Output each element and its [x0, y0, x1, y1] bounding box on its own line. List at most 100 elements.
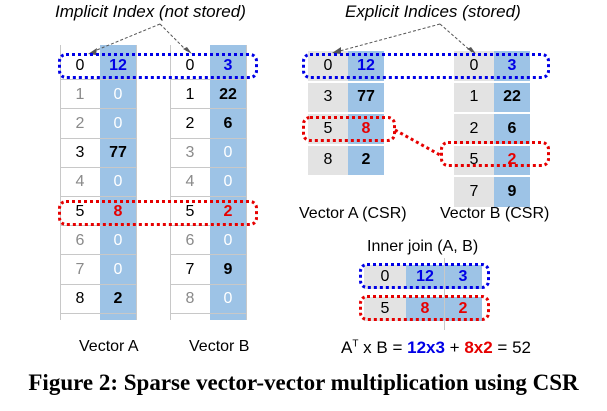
csr_b-value-cell: 6	[507, 119, 517, 137]
csr_b-value-cell: 22	[503, 88, 521, 106]
vector_a-grid-h	[60, 166, 136, 168]
csr_a-value-cell: 8	[361, 119, 371, 137]
formula-term-1: 12x3	[407, 338, 445, 357]
explicit-arrow-b	[439, 23, 473, 53]
vector_a-grid-h	[60, 196, 136, 197]
vector_a-value-cell: 0	[113, 173, 123, 191]
vector_b-index-cell: 2	[185, 114, 195, 132]
vector_b-value-cell: 0	[223, 231, 233, 249]
vector_b-grid-h	[170, 137, 246, 139]
formula-prefix: A	[341, 338, 353, 357]
match-connector-red	[394, 128, 441, 157]
vector_b-grid-h	[170, 108, 246, 110]
csr_b-value-cell: 2	[507, 151, 517, 169]
formula-plus: +	[444, 338, 465, 357]
explicit-arrowhead-a	[332, 47, 341, 54]
vector_a-value-cell: 0	[113, 260, 123, 278]
csr_a-index-cell: 0	[323, 56, 333, 74]
csr_b-value-bg	[494, 177, 530, 207]
vector_b-index-cell: 0	[185, 56, 195, 74]
csr-row-0-highlight	[302, 53, 550, 79]
csr_b-value-bg	[494, 145, 530, 175]
vector_a-index-cell: 2	[75, 114, 85, 132]
dot-product-formula: AT x B = 12x3 + 8x2 = 52	[341, 338, 531, 358]
dense-row-5-highlight	[58, 200, 258, 226]
join-a-value-cell: 8	[420, 300, 430, 317]
csr_a-index-cell: 3	[323, 88, 333, 106]
csr_b-index-cell: 5	[469, 151, 479, 169]
vector_a-grid-v-right	[136, 45, 137, 320]
csr_a-value-cell: 12	[357, 56, 375, 74]
figure-caption: Figure 2: Sparse vector-vector multiplic…	[28, 370, 579, 395]
vector_a-grid-h	[60, 254, 136, 256]
vector_a-grid-h	[60, 79, 136, 81]
csr_a-value-cell: 77	[357, 88, 375, 106]
vector_b-index-cell: 1	[185, 85, 195, 103]
csr_b-value-bg	[494, 114, 530, 144]
explicit-indices-heading: Explicit Indices (stored)	[345, 2, 521, 21]
vector_a-grid-v-left	[60, 45, 61, 320]
csr_a-value-bg	[348, 82, 384, 112]
join-index-bg	[364, 265, 406, 289]
vector_b-grid-h	[170, 166, 246, 168]
formula-mid: x B =	[358, 338, 408, 357]
formula-result: = 52	[492, 338, 531, 357]
join-index-cell: 5	[380, 300, 390, 317]
csr_a-index-cell: 5	[323, 119, 333, 137]
vector_b-grid-h	[170, 254, 246, 256]
csr_a-value-bg	[348, 145, 384, 175]
vector_a-grid-h	[60, 283, 136, 285]
vector_b-grid-h	[170, 283, 246, 285]
vector_b-value-cell: 2	[223, 202, 233, 220]
csr_a-index-bg	[308, 145, 348, 175]
formula-term-2: 8x2	[464, 338, 493, 357]
join-row-0-highlight	[359, 263, 490, 289]
vector_a-grid-h	[60, 108, 136, 110]
csr_b-index-cell: 1	[469, 88, 479, 106]
vector_b-index-cell: 7	[185, 260, 195, 278]
vector_b-index-cell: 4	[185, 173, 195, 191]
csr_b-index-bg	[454, 177, 494, 207]
csr_b-index-bg	[454, 145, 494, 175]
vector_a-value-cell: 0	[113, 231, 123, 249]
vector_b-index-cell: 5	[185, 202, 195, 220]
vector_a-index-cell: 4	[75, 173, 85, 191]
vector_a-grid-h	[60, 137, 136, 139]
vector_a-index-cell: 6	[75, 231, 85, 249]
csr_b-index-cell: 2	[469, 119, 479, 137]
csr_a-value-cell: 2	[361, 151, 371, 169]
csr_b-index-cell: 7	[469, 182, 479, 200]
csr_a-index-bg	[308, 82, 348, 112]
csr-a-row-5-highlight	[302, 116, 396, 142]
vector-b-csr-label: Vector B (CSR)	[440, 205, 550, 222]
vector_b-index-cell: 6	[185, 231, 195, 249]
vector_a-index-cell: 1	[75, 85, 85, 103]
vector_b-value-cell: 0	[223, 290, 233, 308]
dense-row-0-highlight	[58, 53, 258, 79]
join-b-value-cell: 3	[458, 268, 468, 285]
csr_b-value-bg	[494, 82, 530, 112]
join-index-bg	[364, 297, 406, 321]
join-grid-v	[444, 258, 445, 330]
join-index-cell: 0	[380, 268, 390, 285]
vector-a-csr-label: Vector A (CSR)	[299, 205, 407, 222]
vector_b-grid-v-left	[170, 45, 171, 320]
csr_b-index-cell: 0	[469, 56, 479, 74]
vector_b-value-column-bg	[210, 45, 246, 320]
implicit-arrow-b	[159, 23, 189, 53]
vector_a-value-column-bg	[100, 45, 136, 320]
vector_a-value-cell: 0	[113, 85, 123, 103]
vector_b-grid-h	[170, 196, 246, 197]
vector_a-index-cell: 3	[75, 144, 85, 162]
join-a-value-cell: 12	[416, 268, 434, 285]
vector_b-index-cell: 3	[185, 144, 195, 162]
vector_b-value-cell: 6	[223, 114, 233, 132]
join-row-5-highlight	[359, 295, 490, 321]
vector_a-index-cell: 7	[75, 260, 85, 278]
vector_a-value-cell: 12	[109, 56, 127, 74]
vector_b-value-cell: 3	[223, 56, 233, 74]
vector_a-index-cell: 8	[75, 290, 85, 308]
inner-join-label: Inner join (A, B)	[367, 238, 479, 255]
vector_b-value-cell: 22	[219, 85, 237, 103]
